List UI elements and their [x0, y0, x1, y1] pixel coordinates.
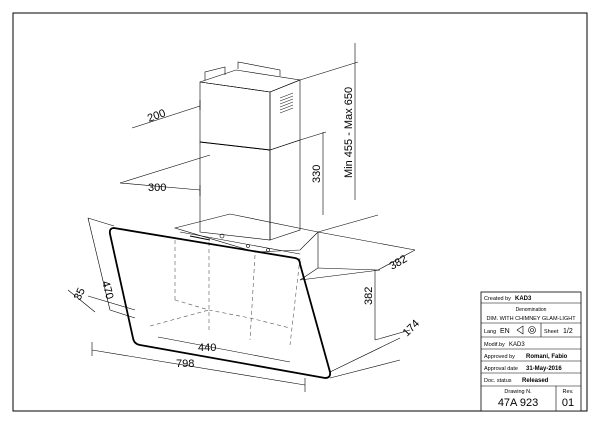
lang-value: EN — [500, 328, 510, 335]
sheet-border — [12, 12, 588, 412]
dim-total-width: 798 — [176, 358, 194, 370]
dim-hood-height: 382 — [363, 287, 375, 305]
dim-chimney-width: 300 — [148, 182, 166, 194]
created-by-value: KAD3 — [515, 296, 532, 302]
rev-label: Rev. — [563, 389, 574, 395]
approved-label: Approved by — [484, 354, 515, 360]
chimney — [199, 61, 302, 241]
dim-chimney-depth: 200 — [146, 107, 167, 125]
dim-front-depth: 174 — [401, 318, 422, 339]
dim-chimney-upper-height: 330 — [311, 165, 323, 183]
denomination-value: DIM. WITH CHIMNEY GLAM-LIGHT — [486, 316, 576, 322]
status-label: Doc. status — [484, 378, 512, 384]
drawing-label: Drawing N. — [504, 389, 532, 395]
dim-chimney-range: Min 455 - Max 650 — [343, 87, 355, 178]
dim-glass-height: 470 — [99, 280, 115, 301]
created-by-label: Created by — [484, 296, 511, 302]
projection-symbol-icon — [516, 325, 524, 335]
sheet-value: 1/2 — [563, 328, 573, 335]
dimension-lines — [67, 43, 416, 392]
dim-inner-width: 440 — [198, 342, 216, 354]
lang-label: Lang — [484, 329, 496, 335]
sheet-label: Sheet — [544, 329, 559, 335]
drawing-value: 47A 923 — [498, 397, 538, 409]
dim-glass-offset: 35 — [72, 286, 88, 302]
projection-circle-icon — [528, 326, 536, 334]
title-block — [480, 291, 582, 412]
hood-body — [149, 213, 319, 346]
status-value: Released — [522, 378, 549, 384]
approval-date-label: Approval date — [484, 366, 518, 372]
approved-value: Romani, Fabio — [526, 354, 568, 360]
approval-date-value: 31-May-2016 — [526, 366, 562, 372]
rev-value: 01 — [562, 397, 574, 409]
glass-panel — [108, 227, 332, 379]
modif-label: Modif.by — [484, 342, 505, 348]
denomination-label: Denomination — [516, 307, 547, 313]
modif-value: KAD3 — [509, 342, 525, 348]
dim-hood-depth: 382 — [388, 253, 410, 273]
